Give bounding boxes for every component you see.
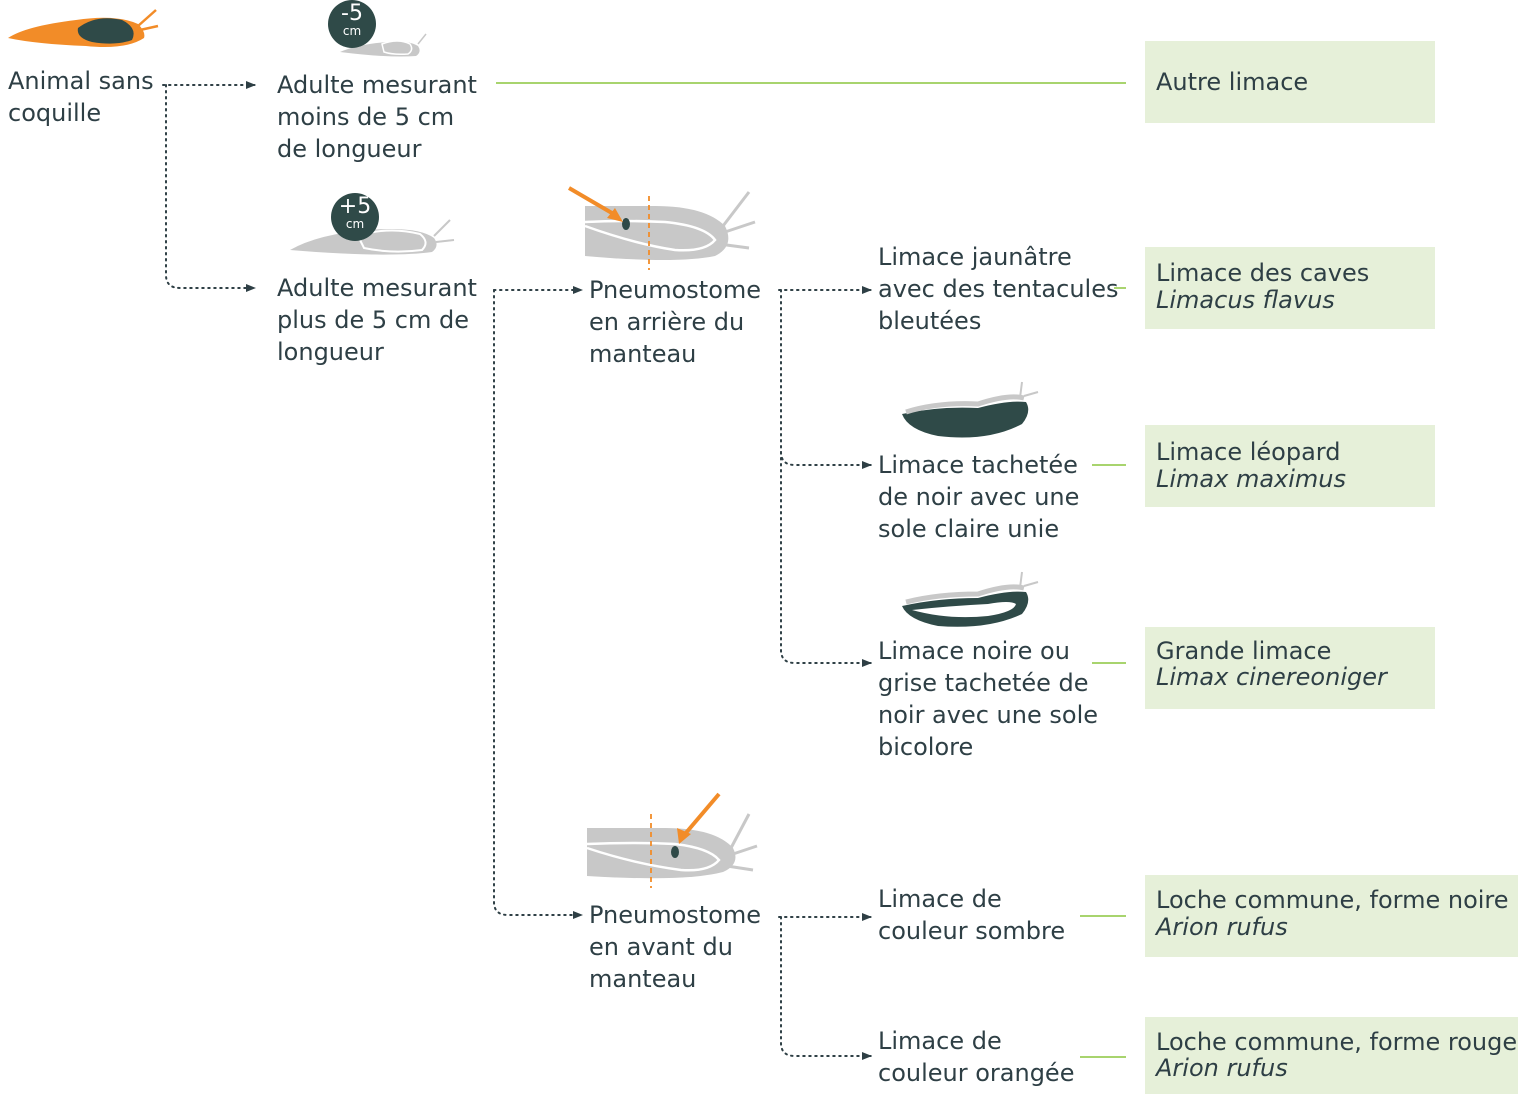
node-line: manteau	[589, 965, 697, 993]
node-line: longueur	[277, 338, 384, 366]
result-name: Loche commune, forme noire	[1156, 886, 1509, 914]
result-name: Grande limace	[1156, 637, 1332, 665]
result-limace-des-caves: Limace des caves Limacus flavus	[1145, 247, 1435, 329]
small-slug-icon	[340, 33, 427, 57]
node-line: de longueur	[277, 135, 422, 163]
node-less-than-5cm: Adulte mesurant moins de 5 cm de longueu…	[277, 69, 477, 165]
node-pneumostome-front: Pneumostome en avant du manteau	[589, 899, 761, 995]
result-loche-forme-rouge: Loche commune, forme rouge Arion rufus	[1145, 1017, 1518, 1094]
node-line: manteau	[589, 340, 697, 368]
node-line: Pneumostome	[589, 901, 762, 929]
node-line: Animal sans	[8, 67, 154, 95]
result-name: Autre limace	[1156, 68, 1309, 96]
result-grande-limace: Grande limace Limax cinereoniger	[1145, 627, 1435, 709]
node-line: moins de 5 cm	[277, 103, 455, 131]
result-name: Limace des caves	[1156, 259, 1370, 287]
node-line: couleur sombre	[878, 917, 1066, 945]
connector-rear-spotted	[780, 289, 872, 469]
result-limace-leopard: Limace léopard Limax maximus	[1145, 425, 1435, 507]
node-limace-jaunatre: Limace jaunâtre avec des tentacules bleu…	[878, 241, 1118, 337]
spotted-slug-icon	[902, 381, 1039, 438]
result-autre-limace: Autre limace	[1145, 41, 1435, 123]
result-species: Arion rufus	[1156, 1054, 1288, 1082]
node-line: Limace tachetée	[878, 451, 1078, 479]
node-line: plus de 5 cm de	[277, 306, 469, 334]
node-line: bleutées	[878, 307, 982, 335]
node-line: en arrière du	[589, 308, 745, 336]
badge-value: +5	[338, 194, 372, 219]
pneumostome-front-icon	[586, 792, 758, 888]
badge-unit: cm	[342, 24, 362, 38]
node-pneumostome-rear: Pneumostome en arrière du manteau	[589, 274, 761, 370]
badge-unit: cm	[345, 217, 365, 231]
banded-slug-icon	[902, 571, 1039, 627]
node-line: en avant du	[589, 933, 733, 961]
node-couleur-orangee: Limace de couleur orangée	[878, 1025, 1074, 1089]
badge-value: -5	[341, 1, 363, 26]
node-couleur-sombre: Limace de couleur sombre	[878, 883, 1065, 947]
connector-rear-greyblack	[780, 451, 872, 667]
node-line: Pneumostome	[589, 276, 762, 304]
badge-less-than-5cm: -5 cm	[328, 0, 376, 48]
node-line: Adulte mesurant	[277, 274, 477, 302]
orange-slug-icon	[8, 9, 159, 47]
result-name: Limace léopard	[1156, 438, 1341, 466]
pneumostome-rear-icon	[567, 186, 756, 270]
connector-large-front	[493, 289, 583, 919]
node-more-than-5cm: Adulte mesurant plus de 5 cm de longueur	[277, 272, 477, 368]
node-line: avec des tentacules	[878, 275, 1119, 303]
node-line: Limace de	[878, 1027, 1002, 1055]
result-species: Limax maximus	[1156, 465, 1347, 493]
result-species: Limacus flavus	[1156, 286, 1335, 314]
node-line: Limace noire ou	[878, 637, 1070, 665]
connector-root-large	[165, 84, 256, 292]
node-limace-noire-ou-grise: Limace noire ou grise tachetée de noir a…	[878, 635, 1098, 763]
badge-more-than-5cm: +5 cm	[331, 193, 379, 241]
node-line: sole claire unie	[878, 515, 1060, 543]
node-line: Adulte mesurant	[277, 71, 477, 99]
node-line: Limace jaunâtre	[878, 243, 1072, 271]
node-line: Limace de	[878, 885, 1002, 913]
result-loche-forme-noire: Loche commune, forme noire Arion rufus	[1145, 875, 1518, 957]
large-slug-icon	[290, 219, 455, 255]
result-species: Limax cinereoniger	[1156, 663, 1387, 691]
result-species: Arion rufus	[1156, 913, 1288, 941]
node-line: noir avec une sole	[878, 701, 1098, 729]
node-line: grise tachetée de	[878, 669, 1089, 697]
node-animal-sans-coquille: Animal sans coquille	[8, 65, 154, 129]
result-name: Loche commune, forme rouge	[1156, 1028, 1518, 1056]
node-limace-tachetee: Limace tachetée de noir avec une sole cl…	[878, 449, 1079, 545]
node-line: coquille	[8, 99, 102, 127]
node-line: couleur orangée	[878, 1059, 1075, 1087]
node-line: bicolore	[878, 733, 974, 761]
connector-front-orange	[780, 916, 872, 1060]
node-line: de noir avec une	[878, 483, 1080, 511]
